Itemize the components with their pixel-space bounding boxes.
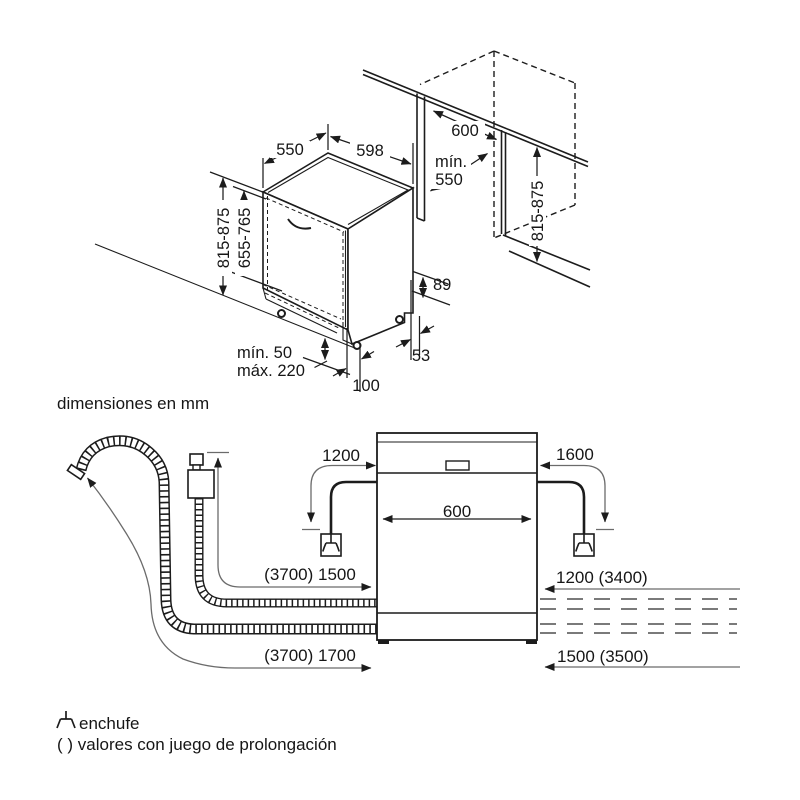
- dim-rear-clearance: 89: [433, 276, 451, 294]
- dim-plinth-min: mín. 50: [237, 344, 292, 362]
- dim-rear-foot-offset: 53: [412, 347, 430, 365]
- dim-cable-right: 1600: [556, 445, 594, 464]
- dim-cable-left: 1200: [322, 446, 360, 465]
- door-handle: [287, 218, 312, 230]
- dim-plinth-max: máx. 220: [237, 362, 305, 380]
- legend-parentheses-label: ( ) valores con juego de prolongación: [57, 735, 337, 754]
- dim-drain-hose-left: (3700) 1700: [264, 646, 356, 665]
- right-dimensions: [544, 585, 740, 671]
- dishwasher-front-view: [376, 432, 538, 644]
- left-cabinet-panel: [416, 93, 426, 222]
- dim-niche-depth-min: mín.: [435, 153, 467, 171]
- dim-appliance-height: 815-875: [215, 208, 233, 269]
- worktop: [362, 69, 589, 168]
- plug-icon: [575, 534, 593, 552]
- dim-front-foot-offset: 100: [352, 377, 380, 395]
- drain-hose-tip: [66, 463, 86, 481]
- hose-leaders: [86, 451, 372, 672]
- plug-icon: [56, 711, 76, 729]
- legend-plug-label: enchufe: [79, 714, 140, 733]
- niche-dashed-cube: [419, 50, 576, 239]
- rear-foot: [395, 315, 404, 324]
- dim-drain-hose-right: 1500 (3500): [557, 647, 649, 666]
- right-cabinet: [500, 130, 591, 288]
- units-caption: dimensiones en mm: [57, 394, 209, 413]
- dim-niche-width: 600: [451, 122, 479, 140]
- top-labels: 550 598 600 mín. 550 815-875 655-765 815…: [215, 122, 547, 395]
- plug-socket-right: [573, 533, 595, 557]
- bottom-labels: 1200 1600 600 (3700) 1500 (3700) 1700 12…: [264, 445, 649, 666]
- dim-front-width: 600: [443, 502, 471, 521]
- bottom-diagram: 1200 1600 600 (3700) 1500 (3700) 1700 12…: [66, 432, 740, 672]
- dim-door-height: 655-765: [236, 208, 254, 269]
- dim-niche-depth-value: 550: [435, 171, 463, 189]
- dim-supply-hose-left: (3700) 1500: [264, 565, 356, 584]
- legend: enchufe ( ) valores con juego de prolong…: [56, 711, 337, 754]
- aquastop-valve: [187, 453, 215, 499]
- control-handle: [445, 460, 470, 471]
- foot-left: [378, 640, 389, 644]
- floor-line: [94, 243, 357, 350]
- plug-socket-left: [320, 533, 342, 557]
- dishwasher-isometric: [261, 152, 415, 350]
- top-diagram: 550 598 600 mín. 550 815-875 655-765 815…: [94, 50, 591, 395]
- dim-niche-height: 815-875: [529, 181, 547, 242]
- front-left-foot: [277, 309, 286, 318]
- dim-supply-hose-right: 1200 (3400): [556, 568, 648, 587]
- dim-appliance-width: 598: [356, 142, 384, 160]
- dim-top-depth: 550: [276, 141, 304, 159]
- foot-right: [526, 640, 537, 644]
- hose-extensions-dashed: [540, 598, 737, 634]
